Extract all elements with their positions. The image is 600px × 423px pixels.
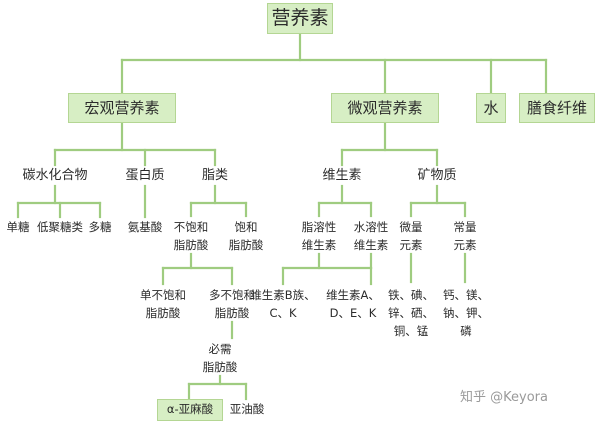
vitamin-a-d-e-k-line-2: D、E、K [329, 306, 377, 320]
essential-fatty-acid-line-2: 脂肪酸 [202, 360, 238, 374]
vitamin-b-c-k-line-1: 维生素B族、 [250, 288, 316, 302]
fat-soluble-vitamin-node: 脂溶性 维生素 [297, 218, 341, 254]
micro-nutrients-node: 微观营养素 [331, 93, 439, 123]
monosaccharide-label: 单糖 [6, 220, 30, 234]
saturated-fatty-acid-line-2: 脂肪酸 [228, 238, 264, 252]
vitamin-a-d-e-k-line-1: 维生素A、 [326, 288, 380, 302]
monounsaturated-fatty-acid-line-2: 脂肪酸 [145, 306, 181, 320]
trace-element-line-2: 元素 [399, 238, 423, 252]
polysaccharide-node: 多糖 [86, 220, 114, 234]
root-label: 营养素 [271, 7, 329, 29]
vitamin-a-d-e-k-node: 维生素A、 D、E、K [323, 286, 383, 322]
oligosaccharide-node: 低聚糖类 [31, 220, 89, 234]
protein-label: 蛋白质 [125, 168, 165, 183]
vitamin-b-c-k-line-2: C、K [269, 306, 297, 320]
water-label: 水 [483, 98, 499, 117]
alpha-linolenic-acid-node: α-亚麻酸 [157, 399, 223, 421]
fat-soluble-vitamin-line-1: 脂溶性 [301, 220, 337, 234]
water-soluble-vitamin-node: 水溶性 维生素 [349, 218, 393, 254]
polyunsaturated-fatty-acid-node: 多不饱和 脂肪酸 [197, 286, 267, 322]
fat-soluble-vitamin-line-2: 维生素 [301, 238, 337, 252]
micro-nutrients-label: 微观营养素 [347, 98, 423, 117]
macro-element-line-1: 常量 [453, 220, 477, 234]
trace-element-list-line-2: 锌、硒、 [388, 306, 434, 320]
lipid-node: 脂类 [198, 169, 232, 182]
vitamin-b-c-k-node: 维生素B族、 C、K [246, 286, 320, 322]
oligosaccharide-label: 低聚糖类 [37, 220, 83, 234]
monounsaturated-fatty-acid-line-1: 单不饱和 [140, 288, 186, 302]
polyunsaturated-fatty-acid-line-2: 脂肪酸 [214, 306, 250, 320]
mineral-node: 矿物质 [413, 169, 461, 182]
macro-nutrients-label: 宏观营养素 [84, 98, 160, 117]
macro-element-list-line-1: 钙、镁、 [443, 288, 489, 302]
trace-element-line-1: 微量 [399, 220, 423, 234]
trace-element-list-line-1: 铁、碘、 [388, 288, 434, 302]
water-node: 水 [476, 93, 506, 123]
unsaturated-fatty-acid-line-1: 不饱和 [173, 220, 209, 234]
amino-acid-node: 氨基酸 [124, 220, 166, 234]
dietary-fiber-node: 膳食纤维 [519, 93, 595, 123]
macro-element-list-node: 钙、镁、 钠、钾、 磷 [441, 286, 491, 340]
carbohydrate-node: 碳水化合物 [15, 169, 95, 182]
alpha-linolenic-acid-label: α-亚麻酸 [166, 402, 214, 417]
linoleic-acid-label: 亚油酸 [229, 402, 265, 416]
vitamin-node: 维生素 [318, 169, 366, 182]
saturated-fatty-acid-node: 饱和 脂肪酸 [224, 218, 268, 254]
macro-element-node: 常量 元素 [447, 218, 483, 254]
mineral-label: 矿物质 [417, 168, 457, 183]
macro-element-line-2: 元素 [453, 238, 477, 252]
saturated-fatty-acid-line-1: 饱和 [234, 220, 258, 234]
essential-fatty-acid-line-1: 必需 [208, 342, 232, 356]
carbohydrate-label: 碳水化合物 [22, 168, 88, 183]
monosaccharide-node: 单糖 [0, 220, 36, 234]
polyunsaturated-fatty-acid-line-1: 多不饱和 [209, 288, 255, 302]
linoleic-acid-node: 亚油酸 [226, 402, 268, 416]
vitamin-label: 维生素 [322, 168, 362, 183]
root-node: 营养素 [267, 3, 333, 34]
amino-acid-label: 氨基酸 [127, 220, 163, 234]
macro-element-list-line-3: 磷 [460, 324, 472, 338]
trace-element-node: 微量 元素 [393, 218, 429, 254]
unsaturated-fatty-acid-node: 不饱和 脂肪酸 [169, 218, 213, 254]
unsaturated-fatty-acid-line-2: 脂肪酸 [173, 238, 209, 252]
monounsaturated-fatty-acid-node: 单不饱和 脂肪酸 [136, 286, 190, 322]
macro-element-list-line-2: 钠、钾、 [443, 306, 489, 320]
essential-fatty-acid-node: 必需 脂肪酸 [198, 340, 242, 376]
dietary-fiber-label: 膳食纤维 [526, 98, 587, 117]
trace-element-list-node: 铁、碘、 锌、硒、 铜、锰 [386, 286, 436, 340]
watermark-text: 知乎 @Keyora [460, 390, 548, 405]
lipid-label: 脂类 [201, 168, 228, 183]
water-soluble-vitamin-line-1: 水溶性 [353, 220, 389, 234]
protein-node: 蛋白质 [120, 169, 170, 182]
polysaccharide-label: 多糖 [88, 220, 112, 234]
trace-element-list-line-3: 铜、锰 [393, 324, 429, 338]
water-soluble-vitamin-line-2: 维生素 [353, 238, 389, 252]
macro-nutrients-node: 宏观营养素 [68, 93, 176, 123]
